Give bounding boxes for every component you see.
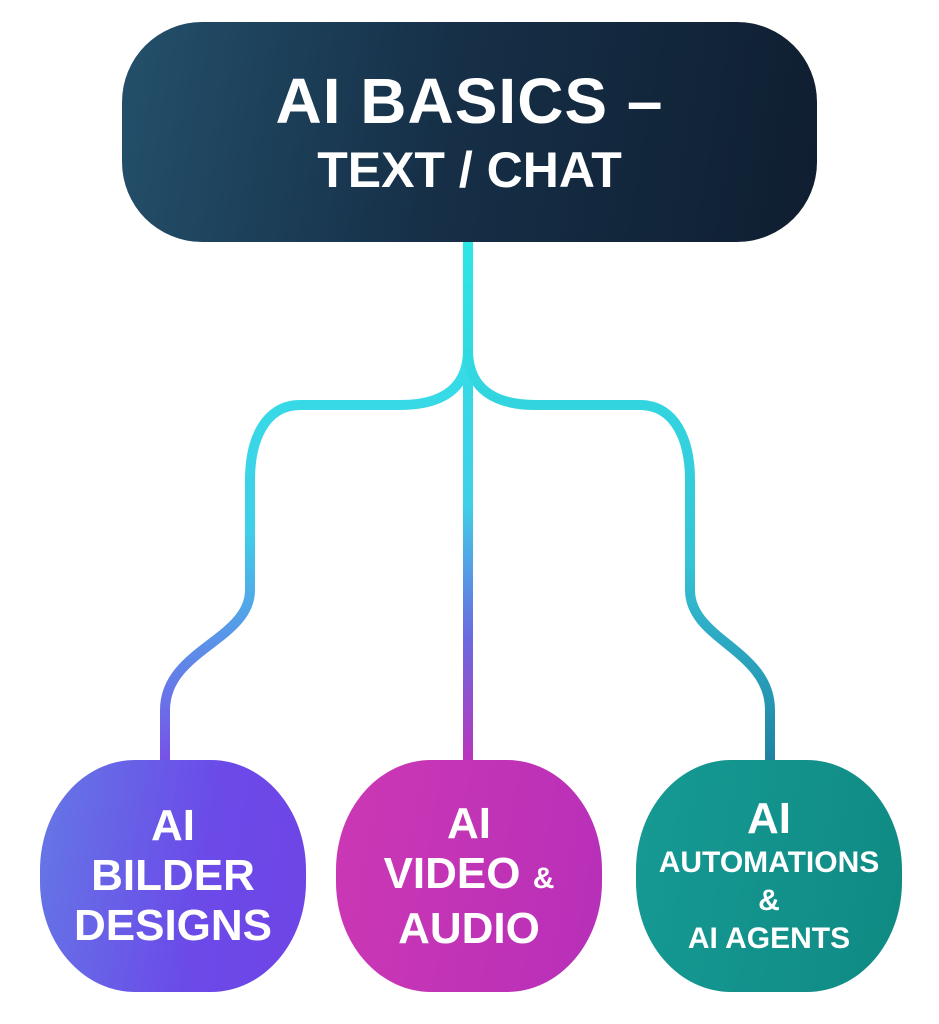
node-ai-automations-agents: AI AUTOMATIONS & AI AGENTS [636, 760, 902, 992]
node-ai-bilder-designs: AI BILDER DESIGNS [40, 760, 306, 992]
node-label-line1: AI [447, 798, 491, 848]
node-label-line1: AI [151, 801, 195, 850]
node-label-line1: AI [747, 794, 791, 843]
node-label-amp: & [532, 861, 555, 895]
root-title-line2: TEXT / CHAT [317, 142, 622, 198]
connector-right [463, 235, 775, 770]
connector-left [160, 235, 473, 770]
node-label-line3: AI AGENTS [687, 922, 851, 955]
node-label-line2: BILDER [91, 851, 255, 900]
node-label-line2: VIDEO [383, 848, 521, 898]
root-title-line1: AI BASICS – [275, 65, 664, 137]
node-ai-video-audio: AI VIDEO & AUDIO [336, 760, 602, 992]
root-node-ai-basics: AI BASICS – TEXT / CHAT [122, 22, 817, 242]
node-label-line3: AUDIO [398, 903, 540, 953]
node-label-line2: AUTOMATIONS [658, 846, 880, 879]
node-label-amp: & [758, 884, 780, 917]
node-label-line3: DESIGNS [73, 901, 273, 950]
